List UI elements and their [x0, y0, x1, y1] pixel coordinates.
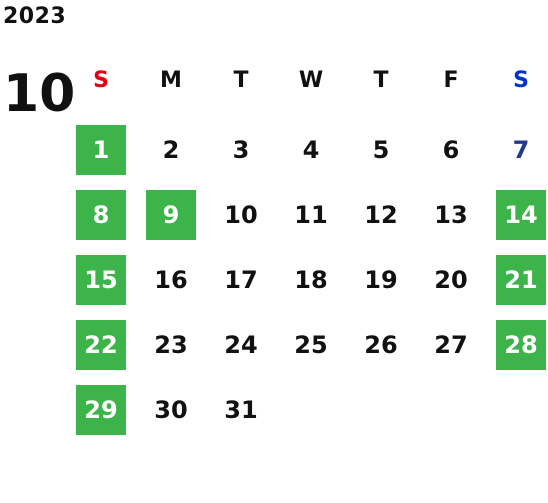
weekday-sat: S — [513, 67, 529, 93]
day-cell[interactable]: 11 — [294, 201, 328, 229]
weekday-wed: W — [298, 67, 324, 93]
weekday-sun: S — [93, 67, 109, 93]
day-cell[interactable]: 9 — [146, 190, 196, 240]
day-cell[interactable]: 15 — [76, 255, 126, 305]
month-label: 10 — [3, 64, 76, 124]
weekday-thu: T — [373, 67, 389, 93]
week-row: 15 16 17 18 19 20 21 — [66, 255, 548, 305]
day-cell[interactable]: 25 — [294, 331, 328, 359]
weekday-mon: M — [160, 67, 182, 93]
weekday-header-row: S M T W T F S — [66, 55, 548, 105]
day-cell[interactable]: 1 — [76, 125, 126, 175]
day-cell[interactable]: 24 — [224, 331, 258, 359]
day-cell[interactable]: 21 — [496, 255, 546, 305]
year-label: 2023 — [3, 4, 67, 29]
day-cell[interactable]: 5 — [372, 136, 390, 164]
day-cell[interactable]: 6 — [442, 136, 460, 164]
weekday-fri: F — [443, 67, 459, 93]
day-cell[interactable]: 31 — [224, 396, 258, 424]
day-cell[interactable]: 19 — [364, 266, 398, 294]
day-cell[interactable]: 17 — [224, 266, 258, 294]
day-cell[interactable]: 22 — [76, 320, 126, 370]
day-cell[interactable]: 27 — [434, 331, 468, 359]
week-row: 8 9 10 11 12 13 14 — [66, 190, 548, 240]
weekday-tue: T — [233, 67, 249, 93]
week-row: 1 2 3 4 5 6 7 — [66, 125, 548, 175]
day-cell[interactable]: 30 — [154, 396, 188, 424]
day-cell[interactable]: 10 — [224, 201, 258, 229]
day-cell[interactable]: 3 — [232, 136, 250, 164]
day-cell[interactable]: 23 — [154, 331, 188, 359]
day-cell[interactable]: 18 — [294, 266, 328, 294]
day-cell[interactable]: 8 — [76, 190, 126, 240]
day-cell[interactable]: 20 — [434, 266, 468, 294]
day-cell[interactable]: 26 — [364, 331, 398, 359]
day-cell[interactable]: 12 — [364, 201, 398, 229]
week-row: 22 23 24 25 26 27 28 — [66, 320, 548, 370]
day-cell[interactable]: 14 — [496, 190, 546, 240]
week-row: 29 30 31 — [66, 385, 548, 435]
day-cell[interactable]: 2 — [162, 136, 180, 164]
day-cell[interactable]: 4 — [302, 136, 320, 164]
day-cell[interactable]: 29 — [76, 385, 126, 435]
day-cell[interactable]: 28 — [496, 320, 546, 370]
day-cell[interactable]: 7 — [512, 136, 530, 164]
day-cell[interactable]: 16 — [154, 266, 188, 294]
day-cell[interactable]: 13 — [434, 201, 468, 229]
